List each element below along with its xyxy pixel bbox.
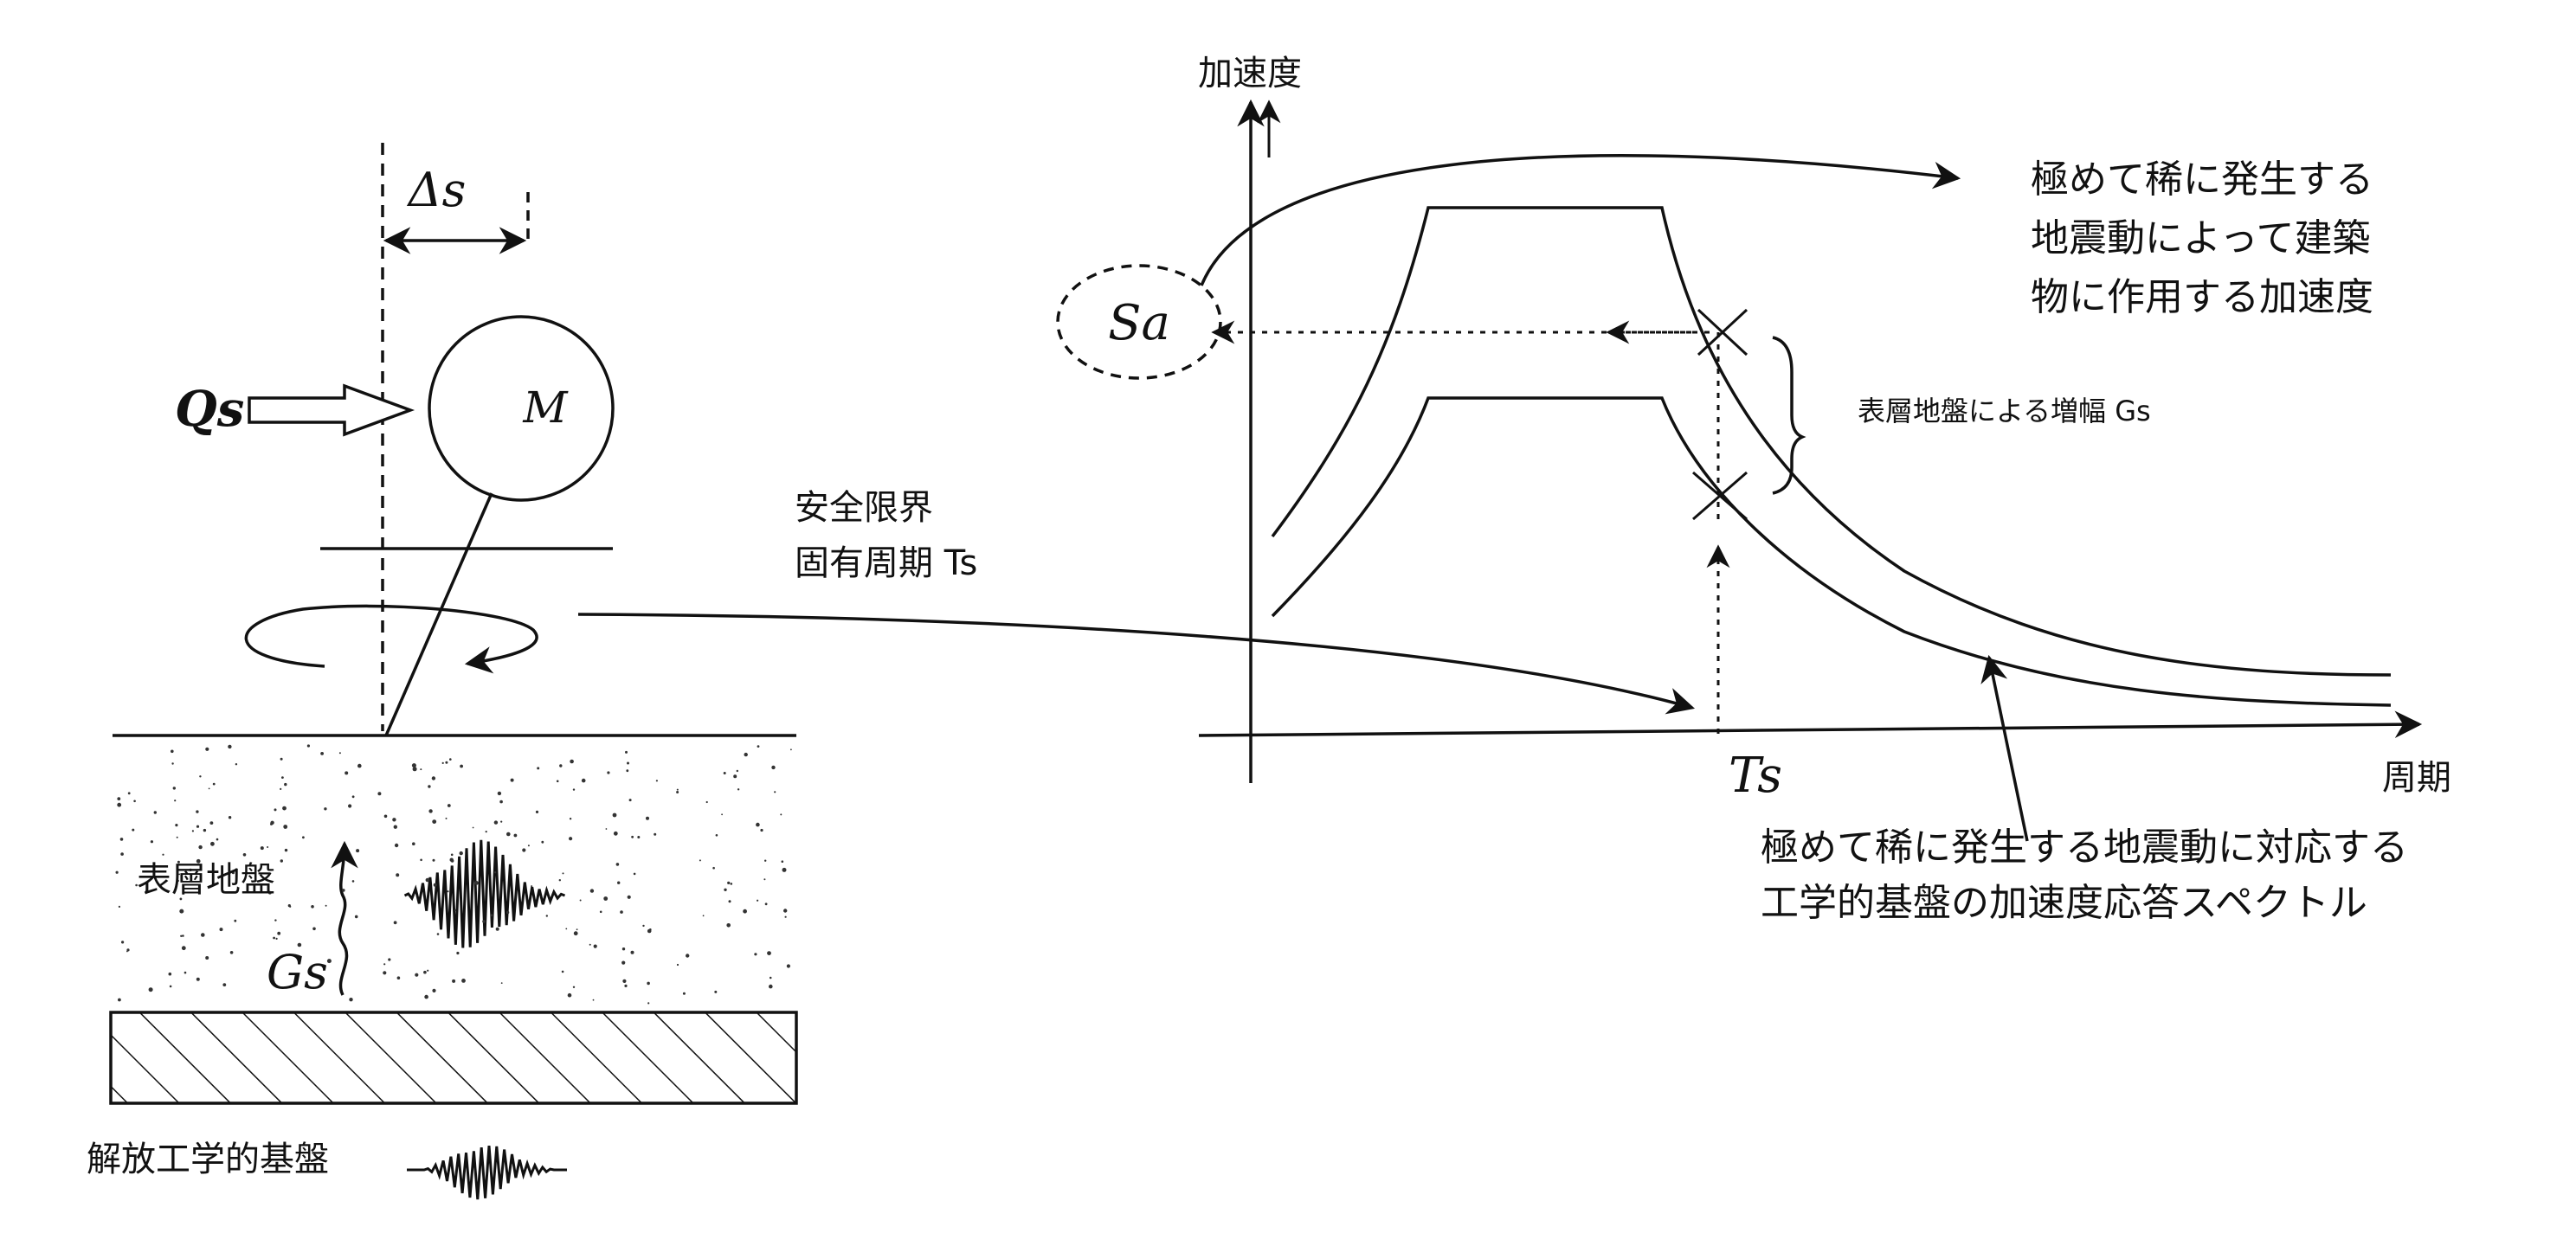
- top-note-line-2: 地震動によって建築: [2031, 216, 2370, 260]
- bottom-note-line-2: 工学的基盤の加速度応答スペクトル: [1761, 881, 2367, 925]
- safety-limit-label: 安全限界: [795, 488, 933, 528]
- ts-axis-label: Ts: [1729, 748, 1782, 804]
- top-note-line-3: 物に作用する加速度: [2031, 275, 2373, 319]
- cross-upper: [1697, 308, 1748, 356]
- bottom-note-line-1: 極めて稀に発生する地震動に対応する: [1761, 825, 2408, 870]
- cross-lower: [1692, 471, 1748, 521]
- sa-ellipse: [1056, 264, 1222, 380]
- top-note-line-1: 極めて稀に発生する: [2031, 157, 2373, 202]
- mass-circle: [428, 315, 615, 502]
- sa-pointer-arrow: [1200, 153, 1961, 286]
- column-line: [384, 492, 493, 736]
- amplification-brace: [1772, 336, 1806, 495]
- wave-arrow: [331, 840, 358, 996]
- bedrock-block: [109, 1011, 798, 1105]
- bedrock-label: 解放工学的基盤: [87, 1140, 329, 1179]
- surface-spectrum-curve: [1271, 206, 2392, 677]
- bedrock-spectrum-curve: [1271, 396, 2392, 707]
- gs-label: Gs: [267, 945, 328, 999]
- force-arrow: [248, 383, 415, 437]
- surface-layer-label: 表層地盤: [137, 860, 275, 900]
- spectrum-chart: [1056, 99, 2423, 842]
- rotation-arrow: [244, 604, 538, 674]
- spectrum-pointer-arrow: [1980, 654, 2029, 842]
- x-axis-label: 周期: [2382, 758, 2451, 798]
- mass-label: M: [522, 382, 569, 433]
- period-pointer-arrow: [577, 613, 1696, 715]
- surface-seismogram: [403, 839, 566, 948]
- structure-model: [109, 143, 798, 1200]
- qs-label: Qs: [175, 381, 244, 438]
- natural-period-label: 固有周期 Ts: [795, 543, 977, 583]
- amplification-note: 表層地盤による増幅 Gs: [1858, 395, 2151, 427]
- soil-stipple: [115, 744, 792, 1005]
- y-axis-label: 加速度: [1198, 54, 1302, 93]
- delta-s-label: Δs: [407, 163, 467, 217]
- sa-label: Sa: [1108, 295, 1170, 351]
- x-axis: [1198, 710, 2423, 739]
- bedrock-seismogram: [407, 1145, 567, 1200]
